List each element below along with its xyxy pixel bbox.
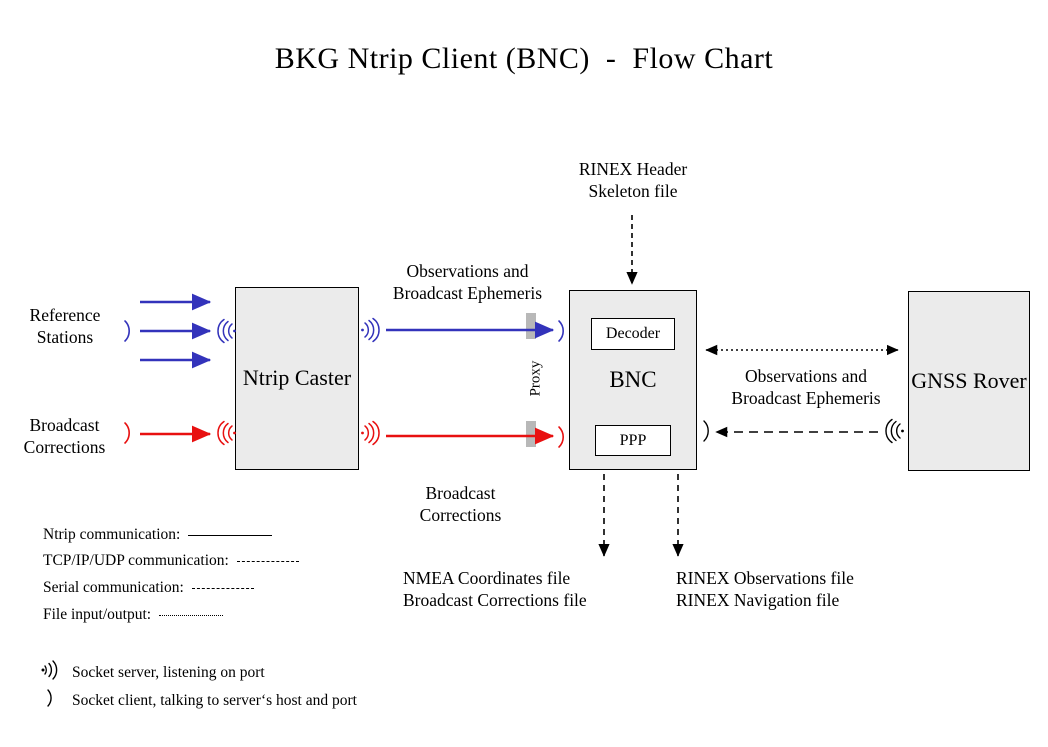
label-observations-ephemeris-caster-to-bnc: Observations and Broadcast Ephemeris	[392, 261, 543, 303]
label-nmea-output-files: NMEA Coordinates file Broadcast Correcti…	[403, 568, 587, 610]
socket-client-icon-broadcast-corrections	[120, 420, 138, 451]
node-bnc-decoder[interactable]: Decoder	[591, 318, 675, 350]
legend-label-ntrip-communication: Ntrip communication:	[43, 526, 181, 543]
legend-label-serial-communication: Serial communication:	[43, 579, 184, 596]
socket-client-icon-reference-stations	[120, 318, 138, 349]
label-rinex-header-skeleton-file: RINEX Header Skeleton file	[578, 159, 688, 201]
legend-item-ntrip-communication: Ntrip communication:	[43, 526, 273, 544]
legend-line-solid	[188, 534, 273, 536]
socket-server-icon	[40, 659, 66, 686]
socket-client-icon-bnc-rover	[700, 418, 716, 449]
socket-server-icon-caster-input-ntrip	[212, 318, 238, 349]
node-gnss-rover[interactable]: GNSS Rover	[908, 291, 1030, 471]
proxy-label: Proxy	[527, 360, 544, 397]
legend-item-socket-client: Socket client, talking to server‘s host …	[40, 687, 357, 714]
legend-item-serial-communication: Serial communication:	[43, 579, 254, 597]
socket-client-icon-bnc-input-corrections	[554, 424, 572, 455]
socket-server-icon-gnss-rover	[880, 418, 906, 449]
node-bnc-ppp[interactable]: PPP	[595, 425, 671, 456]
legend-line-dotted	[159, 614, 224, 616]
legend-label-socket-client: Socket client, talking to server‘s host …	[72, 691, 357, 709]
socket-client-icon-bnc-input-ntrip	[554, 318, 572, 349]
node-ntrip-caster-label: Ntrip Caster	[242, 365, 352, 391]
label-broadcast-corrections-caster-to-bnc: Broadcast Corrections	[419, 483, 502, 525]
proxy-bar-lower	[526, 421, 536, 447]
legend-line-dashed	[236, 560, 299, 562]
legend-label-socket-server: Socket server, listening on port	[72, 663, 265, 681]
legend-label-tcpip-udp-communication: TCP/IP/UDP communication:	[43, 552, 229, 569]
label-rinex-output-files: RINEX Observations file RINEX Navigation…	[676, 568, 854, 610]
node-bnc-decoder-label: Decoder	[605, 325, 661, 342]
legend-label-file-input-output: File input/output:	[43, 606, 152, 623]
node-bnc-ppp-label: PPP	[619, 431, 647, 449]
socket-server-icon-caster-output-ntrip	[359, 317, 385, 348]
legend-line-dashed-medium	[191, 587, 254, 589]
label-reference-stations: Reference Stations	[29, 305, 101, 347]
node-gnss-rover-label: GNSS Rover	[911, 367, 1027, 393]
socket-server-icon-caster-input-corrections	[212, 420, 238, 451]
proxy-bar-upper	[526, 313, 536, 339]
page-title: BKG Ntrip Client (BNC) - Flow Chart	[274, 42, 774, 75]
socket-server-icon-caster-output-corrections	[359, 420, 385, 451]
legend-item-file-input-output: File input/output:	[43, 606, 224, 624]
node-ntrip-caster[interactable]: Ntrip Caster	[235, 287, 359, 470]
legend-item-socket-server: Socket server, listening on port	[40, 659, 265, 686]
label-broadcast-corrections-input: Broadcast Corrections	[23, 415, 106, 457]
socket-client-icon	[40, 687, 66, 714]
label-observations-ephemeris-bnc-to-rover: Observations and Broadcast Ephemeris	[731, 366, 881, 408]
node-bnc-label: BNC	[609, 366, 657, 392]
legend-item-tcpip-udp-communication: TCP/IP/UDP communication:	[43, 552, 299, 570]
